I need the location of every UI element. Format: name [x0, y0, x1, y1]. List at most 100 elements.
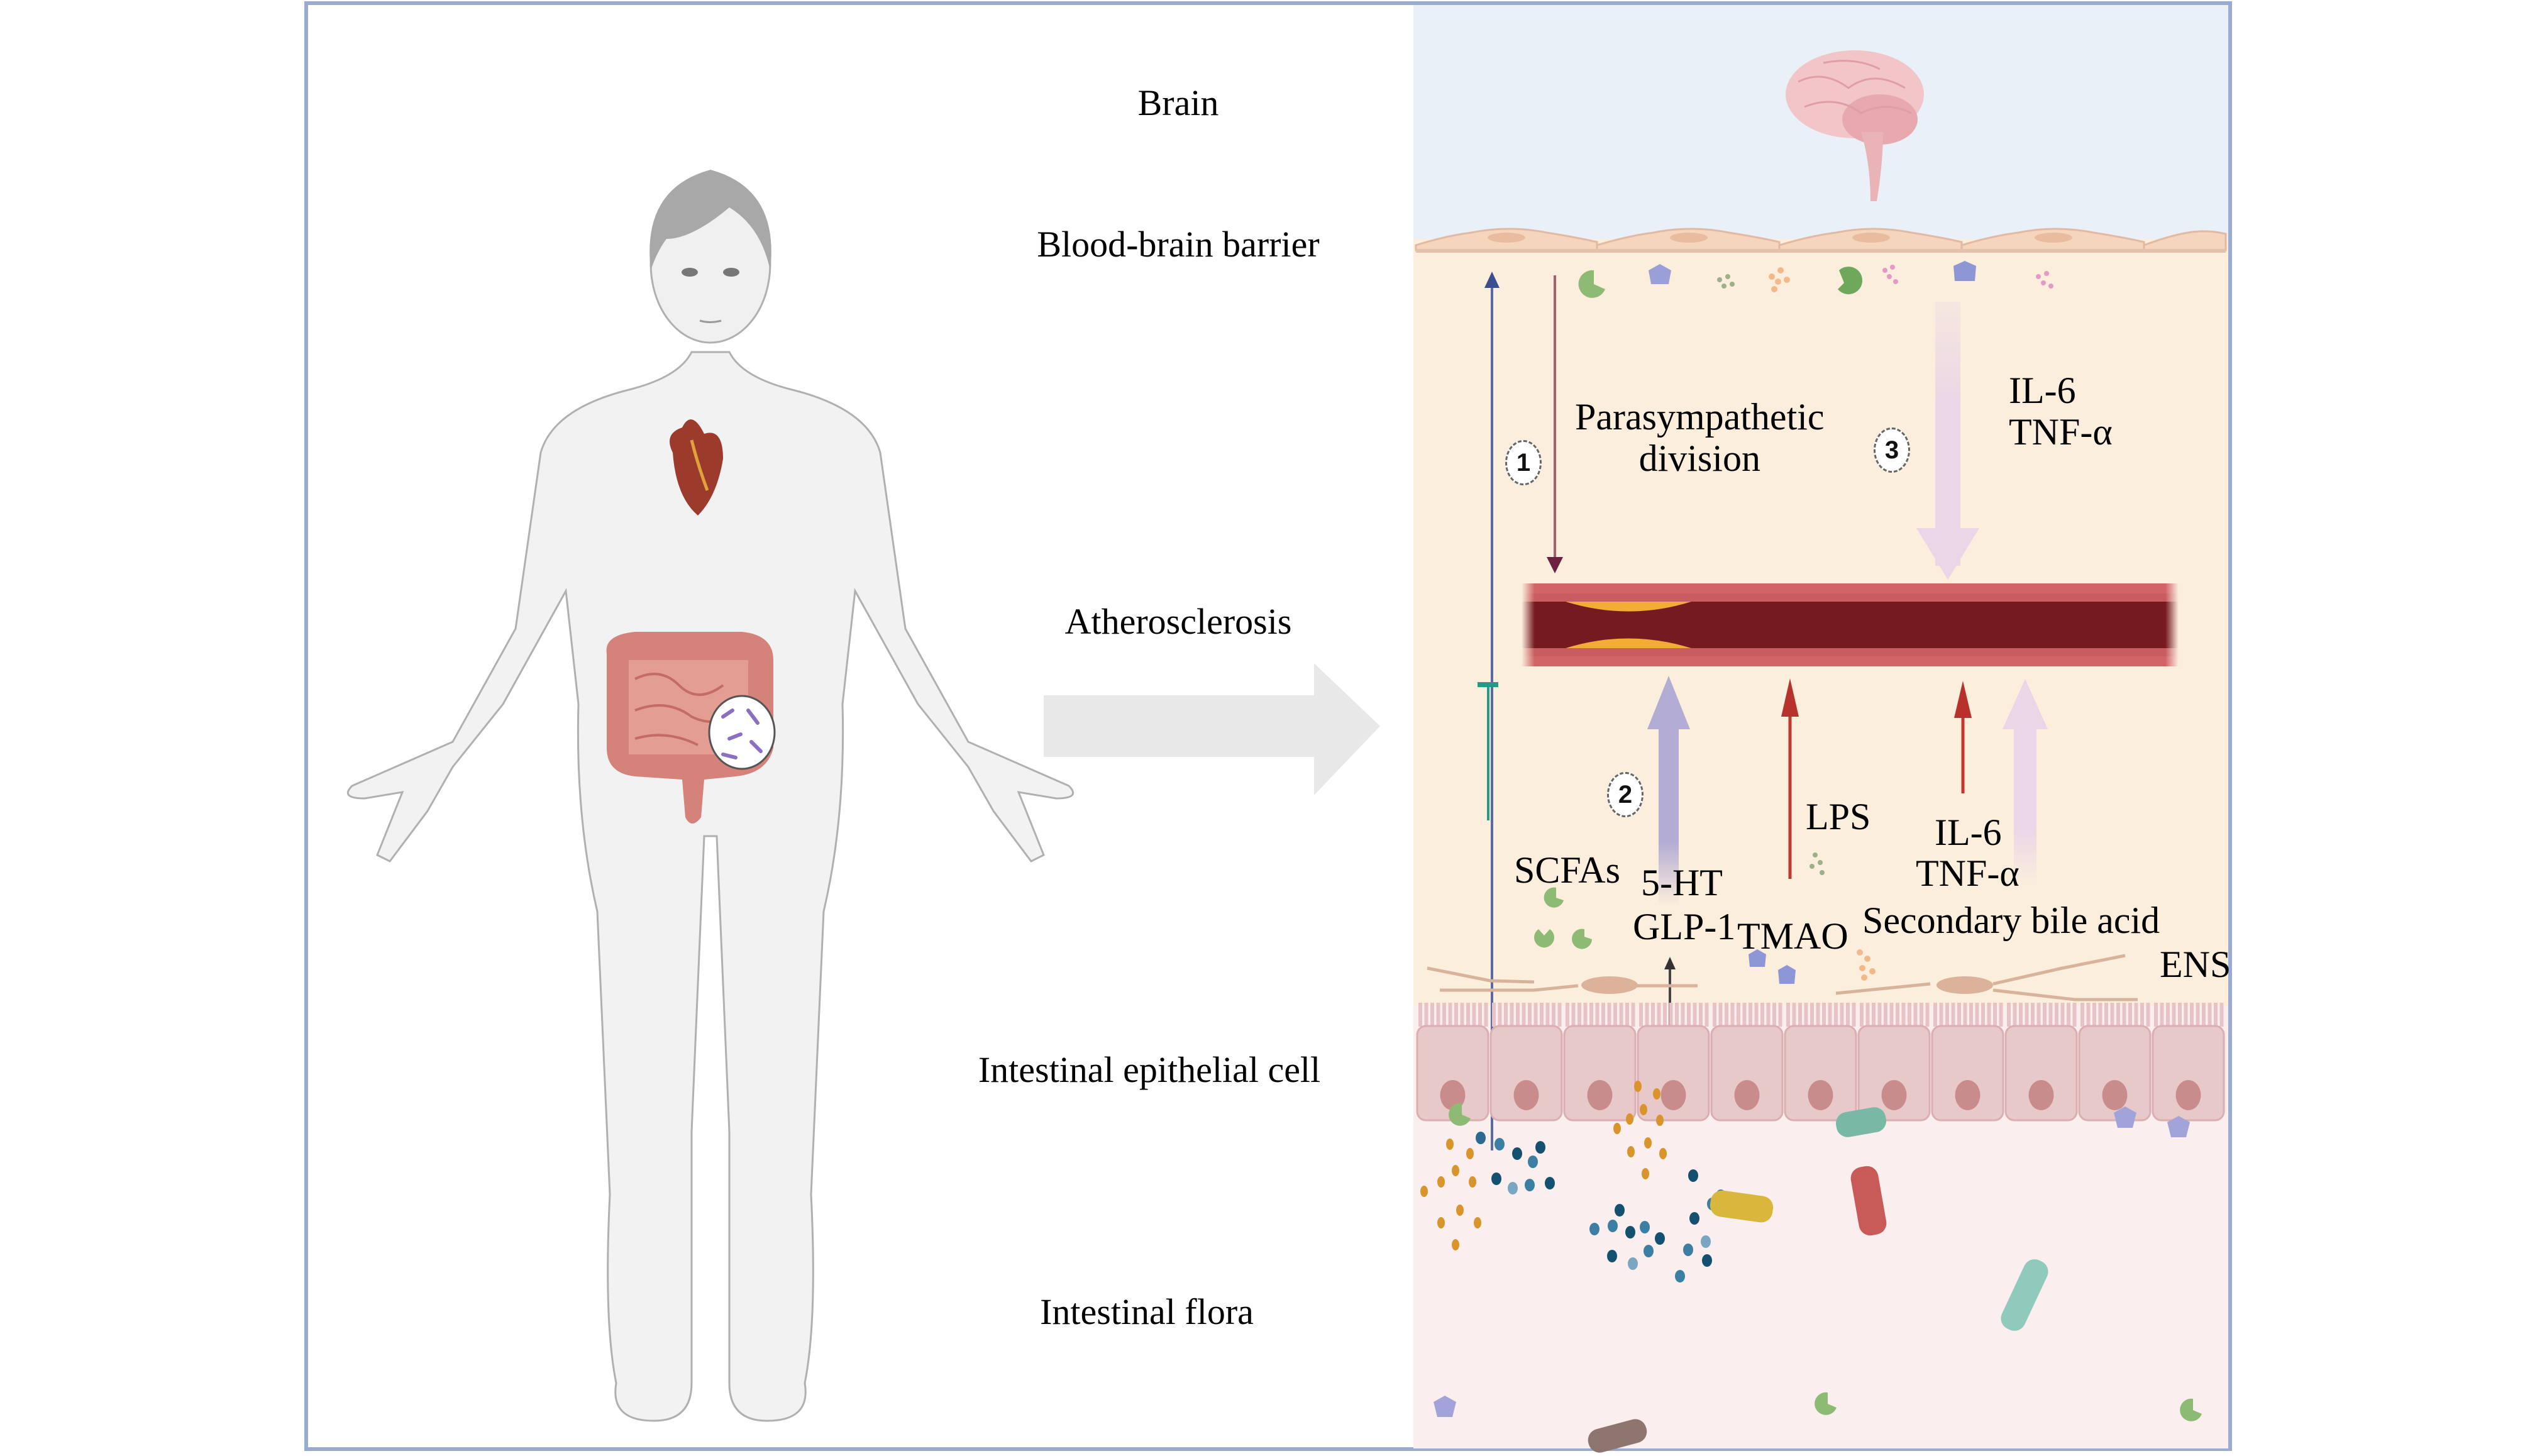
- microvillus: [1424, 1003, 1428, 1027]
- microvillus: [1545, 1003, 1550, 1027]
- label-ens: ENS: [2160, 944, 2231, 985]
- bacterium-coccus: [1628, 1257, 1638, 1270]
- microvillus: [1436, 1003, 1440, 1027]
- microvillus: [2007, 1003, 2011, 1027]
- microvillus: [2190, 1003, 2194, 1027]
- bacterium-coccus: [1608, 1220, 1618, 1232]
- microvillus: [1963, 1003, 1967, 1027]
- microvillus: [2048, 1003, 2053, 1027]
- label-5ht: 5-HT: [1641, 862, 1723, 903]
- pathway-3-tnfa: TNF-α: [2009, 411, 2113, 453]
- epithelial-cell: [1931, 1025, 2004, 1122]
- bacterium-coccus: [1675, 1270, 1685, 1282]
- microvillus: [1725, 1003, 1728, 1027]
- microvillus: [1583, 1003, 1588, 1027]
- metabolite-particle: [1626, 1113, 1633, 1125]
- scfa-molecule: [1815, 1392, 1837, 1415]
- epithelial-cell: [1489, 1025, 1563, 1122]
- label-brain: Brain: [1137, 82, 1219, 123]
- microvillus: [1571, 1003, 1576, 1027]
- bacterium-coccus: [1545, 1177, 1555, 1189]
- microvillus: [2060, 1003, 2065, 1027]
- microvillus: [1908, 1003, 1911, 1027]
- microvillus: [1460, 1003, 1464, 1027]
- microvillus: [1631, 1003, 1635, 1027]
- microvillus: [2219, 1003, 2224, 1027]
- metabolite-particle: [1627, 1146, 1635, 1157]
- microvillus: [1454, 1003, 1458, 1027]
- ens-neuron-bodies: [1581, 976, 1993, 994]
- metabolite-particle: [1644, 1137, 1652, 1149]
- pathway-2-hormone-arrow: [1647, 676, 1690, 905]
- metabolite-particle: [1613, 1123, 1621, 1134]
- microvillus: [1865, 1003, 1870, 1027]
- microvillus: [1792, 1003, 1796, 1027]
- bacterium-rod: [1710, 1190, 1774, 1223]
- bbb-molecules: [1578, 261, 2053, 298]
- microvillus: [2207, 1003, 2212, 1027]
- bile-acid-dots: [1857, 949, 1876, 981]
- microvillus: [2055, 1003, 2058, 1027]
- cell-nucleus: [1440, 1080, 1466, 1110]
- microvillus: [2146, 1003, 2150, 1027]
- microvillus: [1510, 1003, 1514, 1027]
- microvillus: [2178, 1003, 2182, 1027]
- microvillus: [1639, 1003, 1643, 1027]
- label-secondary-bile-acid: Secondary bile acid: [1862, 900, 2160, 941]
- microvillus: [2166, 1003, 2170, 1027]
- scfa-molecules: [1534, 887, 1592, 949]
- cell-nucleus: [1513, 1080, 1539, 1110]
- microvillus: [1607, 1003, 1611, 1027]
- pathway-3-cytokine-arrow: [1916, 302, 1979, 580]
- microvillus: [2140, 1003, 2144, 1027]
- blood-brain-barrier-cells: [1415, 228, 2227, 253]
- bacterium-rod: [1850, 1166, 1887, 1236]
- microvillus: [2067, 1003, 2070, 1027]
- label-glp1: GLP-1: [1633, 906, 1736, 947]
- microvillus: [1860, 1003, 1864, 1027]
- bacterium-coccus: [1701, 1235, 1711, 1248]
- metabolite-particle: [1466, 1148, 1474, 1159]
- microvillus: [2116, 1003, 2120, 1027]
- microvillus: [1778, 1003, 1782, 1027]
- microvillus: [1822, 1003, 1826, 1027]
- microvillus: [1810, 1003, 1814, 1027]
- microvillus: [1675, 1003, 1679, 1027]
- pathway-1-badge: 1: [1505, 440, 1542, 485]
- microvillus: [1737, 1003, 1740, 1027]
- microvillus: [2031, 1003, 2035, 1027]
- scfas-inhibition-line: [1478, 682, 1498, 820]
- scfa-molecule: [2180, 1398, 2202, 1421]
- microvillus: [1951, 1003, 1955, 1027]
- microvillus: [1552, 1003, 1555, 1027]
- microvillus: [1430, 1003, 1434, 1027]
- microvillus: [1957, 1003, 1961, 1027]
- brain-illustration: [1786, 50, 1924, 201]
- bacterium-coccus: [1655, 1232, 1665, 1245]
- intestinal-epithelium: [1416, 1003, 2225, 1122]
- microvillus: [2019, 1003, 2023, 1027]
- bacterium-coccus: [1625, 1226, 1635, 1238]
- metabolite-particle: [1437, 1217, 1445, 1228]
- epithelial-cell: [2004, 1025, 2078, 1122]
- microvillus: [1442, 1003, 1446, 1027]
- microvillus: [2214, 1003, 2218, 1027]
- bacterium-coccus: [1607, 1250, 1617, 1262]
- microvillus: [1834, 1003, 1838, 1027]
- bacterium-coccus: [1702, 1254, 1712, 1267]
- gut-bacteria-magnifier: [708, 695, 776, 770]
- microvillus: [1472, 1003, 1476, 1027]
- intestine-organ: [606, 632, 773, 824]
- microvillus: [1884, 1003, 1887, 1027]
- microvillus: [1589, 1003, 1593, 1027]
- microvillus: [1613, 1003, 1617, 1027]
- bacterium-coccus: [1512, 1147, 1522, 1160]
- bacterium-coccus: [1640, 1221, 1650, 1233]
- pentagon-molecule: [1434, 1396, 1456, 1417]
- cell-nucleus: [2028, 1080, 2054, 1110]
- cell-nucleus: [1955, 1080, 1981, 1110]
- metabolite-particle: [1634, 1081, 1642, 1092]
- pathway-3-cytokines-label: IL-6 TNF-α: [2009, 370, 2113, 453]
- metabolite-particle: [1446, 1139, 1454, 1150]
- microvillus: [1619, 1003, 1623, 1027]
